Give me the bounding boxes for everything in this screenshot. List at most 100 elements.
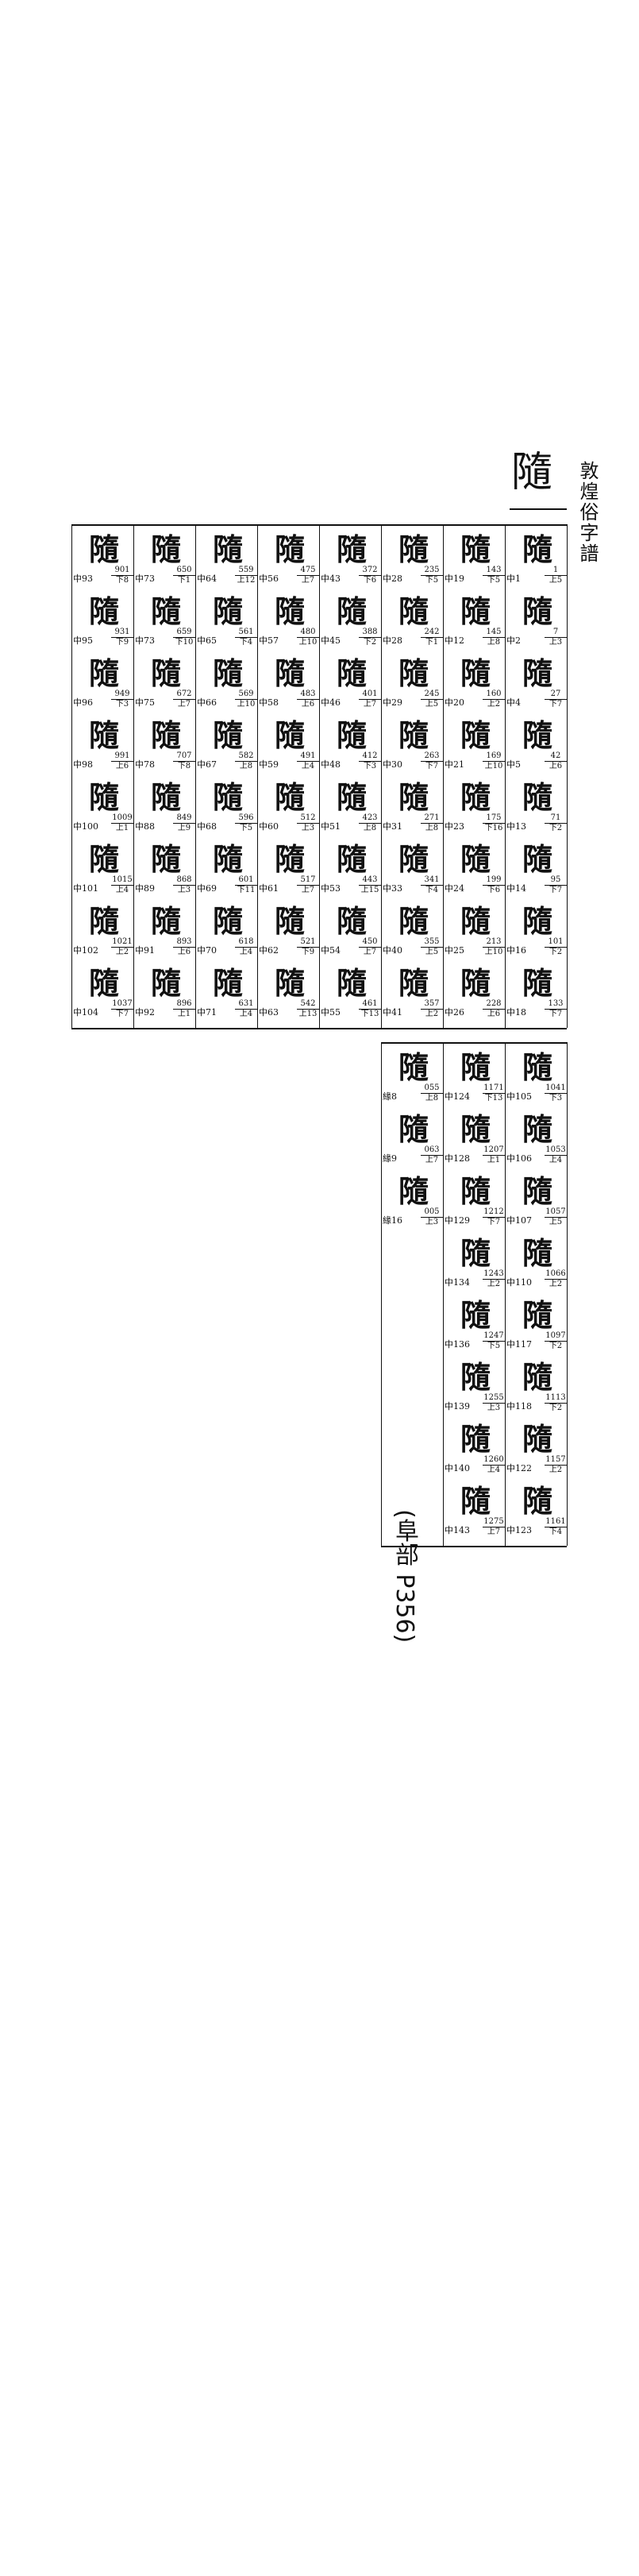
- line-position: 下2: [549, 1342, 563, 1350]
- variant-glyph: 隨: [460, 531, 491, 567]
- line-position: 下3: [115, 700, 129, 709]
- page-number: 659: [173, 628, 195, 638]
- source-code: 中40: [383, 945, 402, 956]
- page-number: 401: [359, 689, 381, 700]
- source-code: 中25: [445, 945, 464, 956]
- source-code: 中110: [506, 1277, 532, 1288]
- variant-glyph: 隨: [150, 841, 181, 877]
- line-position: 上12: [237, 576, 256, 585]
- line-position: 下8: [115, 576, 129, 585]
- line-position: 下3: [363, 762, 377, 770]
- source-code: 中2: [506, 635, 521, 646]
- page-number: 228: [483, 999, 505, 1010]
- source-code: 中106: [506, 1153, 532, 1164]
- line-position: 上1: [177, 1010, 191, 1018]
- page-number: 143: [483, 566, 505, 576]
- line-position: 下6: [487, 886, 501, 894]
- variant-glyph: 隨: [274, 841, 305, 877]
- page-number: 1212: [483, 1207, 505, 1218]
- line-position: 上8: [363, 824, 377, 832]
- page-number: 1207: [483, 1145, 505, 1156]
- variant-glyph: 隨: [88, 531, 119, 567]
- source-code: 中92: [135, 1007, 155, 1018]
- page-number: 357: [421, 999, 443, 1010]
- source-code: 中91: [135, 945, 155, 956]
- page-number: 1041: [545, 1083, 567, 1094]
- source-code: 中117: [506, 1339, 532, 1350]
- line-position: 上6: [487, 1010, 501, 1018]
- page-number: 1015: [111, 875, 133, 886]
- page-number: 868: [173, 875, 195, 886]
- page-number: 263: [421, 751, 443, 762]
- page-number: 95: [545, 875, 567, 886]
- variant-glyph: 隨: [522, 1235, 552, 1271]
- line-position: 下4: [239, 638, 253, 647]
- variant-glyph: 隨: [522, 717, 552, 753]
- source-code: 中123: [506, 1525, 532, 1535]
- line-position: 下7: [549, 1010, 563, 1018]
- page-number: 1053: [545, 1145, 567, 1156]
- line-position: 上6: [177, 948, 191, 956]
- variant-glyph: 隨: [398, 1049, 429, 1085]
- line-position: 上5: [549, 1218, 563, 1226]
- line-position: 下13: [484, 1094, 503, 1103]
- source-code: 中136: [445, 1339, 470, 1350]
- line-position: 上9: [177, 824, 191, 832]
- page-number: 631: [235, 999, 257, 1010]
- line-position: 上4: [487, 1466, 501, 1474]
- source-code: 中67: [197, 759, 217, 770]
- line-position: 下5: [487, 576, 501, 585]
- line-position: 下16: [484, 824, 503, 832]
- page-number: 707: [173, 751, 195, 762]
- variant-glyph: 隨: [460, 1421, 491, 1457]
- line-position: 上10: [237, 700, 256, 709]
- page-number: 569: [235, 689, 257, 700]
- table-rule: [381, 1042, 382, 1546]
- variant-glyph: 隨: [274, 903, 305, 939]
- variant-glyph: 隨: [274, 717, 305, 753]
- page-number: 133: [545, 999, 567, 1010]
- source-code: 中59: [259, 759, 279, 770]
- line-position: 上1: [115, 824, 129, 832]
- variant-glyph: 隨: [398, 903, 429, 939]
